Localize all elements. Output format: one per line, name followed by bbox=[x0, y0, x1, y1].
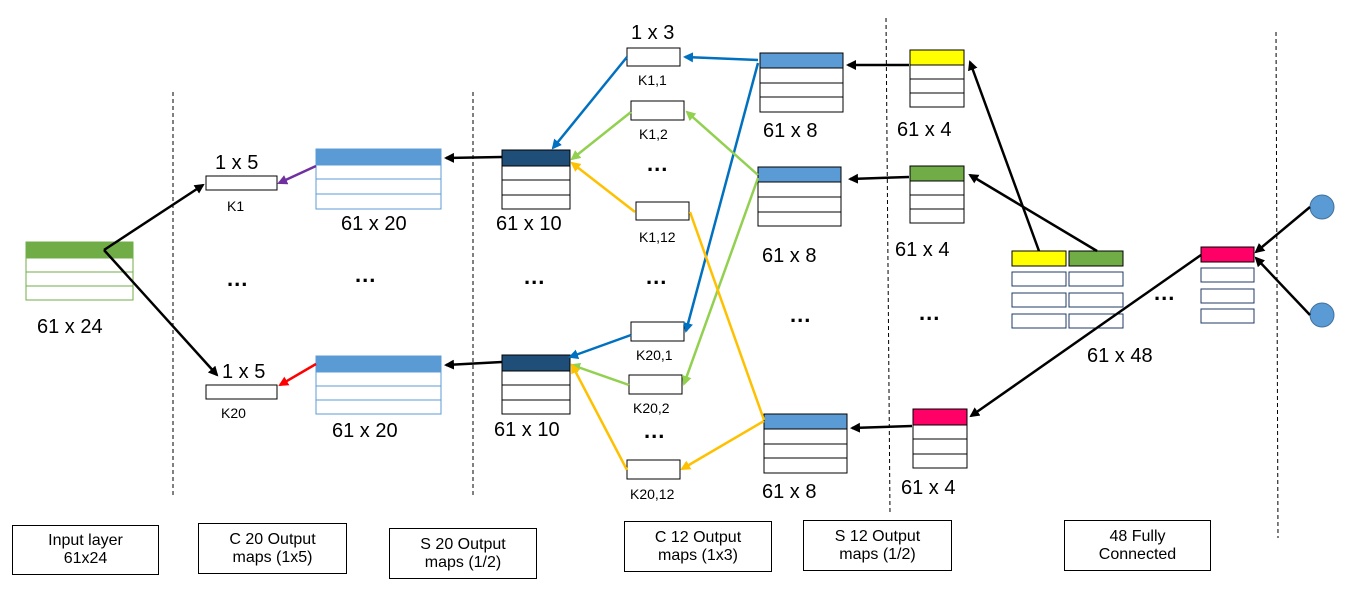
kernel-k20-name-label: K20 bbox=[221, 405, 246, 421]
caption-fully-connected: 48 Fully Connected bbox=[1064, 520, 1211, 571]
s12-map-2 bbox=[909, 165, 965, 224]
k1-2-label: K1,2 bbox=[639, 126, 668, 142]
ellipsis-kernels: ... bbox=[227, 266, 249, 291]
fc-last-column bbox=[1200, 246, 1255, 324]
layer-separators bbox=[172, 17, 1279, 539]
kernel-k20-12 bbox=[626, 459, 681, 480]
s20-top-size-label: 61 x 10 bbox=[496, 213, 562, 235]
input-size-label: 61 x 24 bbox=[37, 316, 103, 338]
kernel-k1-name-label: K1 bbox=[227, 198, 245, 214]
ellipsis-c20: ... bbox=[355, 262, 377, 287]
c12-kernel-size-label: 1 x 3 bbox=[631, 22, 675, 44]
k1-12-label: K1,12 bbox=[639, 229, 676, 245]
output-node-2 bbox=[1309, 302, 1335, 328]
red-arrow bbox=[278, 362, 317, 387]
caption-s20-maps: S 20 Output maps (1/2) bbox=[389, 528, 537, 579]
k20-2-label: K20,2 bbox=[633, 400, 670, 416]
caption-c12-maps: C 12 Output maps (1x3) bbox=[624, 521, 772, 572]
ellipsis-s20: ... bbox=[524, 264, 546, 289]
black-arrows bbox=[103, 60, 1311, 433]
ellipsis-k1-kernels: ... bbox=[647, 151, 669, 176]
c12-map-1-size-label: 61 x 8 bbox=[763, 120, 818, 142]
lime-arrows bbox=[570, 110, 760, 387]
c20-map-bottom bbox=[315, 355, 442, 415]
k20-1-label: K20,1 bbox=[636, 347, 673, 363]
kernel-k20-2 bbox=[628, 374, 683, 395]
ellipsis-fc: ... bbox=[1154, 280, 1176, 305]
kernel-k1 bbox=[205, 175, 278, 191]
caption-s12-maps: S 12 Output maps (1/2) bbox=[803, 520, 952, 571]
c12-map-3 bbox=[763, 413, 848, 474]
c12-map-3-size-label: 61 x 8 bbox=[762, 481, 817, 503]
fc-size-label: 61 x 48 bbox=[1087, 345, 1153, 367]
fc-concat-block bbox=[1011, 250, 1124, 329]
k20-12-label: K20,12 bbox=[630, 486, 675, 502]
c12-map-2-size-label: 61 x 8 bbox=[762, 245, 817, 267]
c12-map-2 bbox=[757, 166, 842, 227]
c20-bottom-size-label: 61 x 20 bbox=[332, 420, 398, 442]
purple-arrow bbox=[277, 164, 317, 185]
kernel-k1-1 bbox=[626, 47, 681, 67]
s12-map-3 bbox=[912, 408, 968, 469]
blue-arrows bbox=[551, 52, 760, 359]
kernel-k20 bbox=[205, 384, 278, 400]
s20-bottom-size-label: 61 x 10 bbox=[494, 419, 560, 441]
kernel-k20-size-label: 1 x 5 bbox=[222, 361, 266, 383]
kernel-k1-size-label: 1 x 5 bbox=[215, 152, 259, 174]
kernel-k20-1 bbox=[630, 321, 685, 342]
caption-input-layer: Input layer 61x24 bbox=[12, 525, 159, 575]
s12-map-2-size-label: 61 x 4 bbox=[895, 239, 950, 261]
caption-c20-maps: C 20 Output maps (1x5) bbox=[198, 523, 347, 574]
ellipsis-c12-middle: ... bbox=[646, 264, 668, 289]
output-node-1 bbox=[1309, 194, 1335, 220]
c12-map-1 bbox=[759, 52, 844, 113]
kernel-k1-12 bbox=[635, 201, 690, 221]
c20-map-top bbox=[315, 148, 442, 210]
ellipsis-s12-maps: ... bbox=[919, 300, 941, 325]
input-map bbox=[25, 241, 134, 301]
c20-top-size-label: 61 x 20 bbox=[341, 213, 407, 235]
ellipsis-c12-maps: ... bbox=[790, 302, 812, 327]
kernel-k1-2 bbox=[630, 100, 685, 121]
ellipsis-k20-kernels: ... bbox=[644, 418, 666, 443]
s12-map-1-size-label: 61 x 4 bbox=[897, 119, 952, 141]
orange-arrows bbox=[570, 161, 766, 471]
k1-1-label: K1,1 bbox=[638, 72, 667, 88]
s20-map-top bbox=[501, 149, 571, 210]
s12-map-1 bbox=[909, 49, 965, 108]
s12-map-3-size-label: 61 x 4 bbox=[901, 477, 956, 499]
s20-map-bottom bbox=[501, 354, 571, 415]
